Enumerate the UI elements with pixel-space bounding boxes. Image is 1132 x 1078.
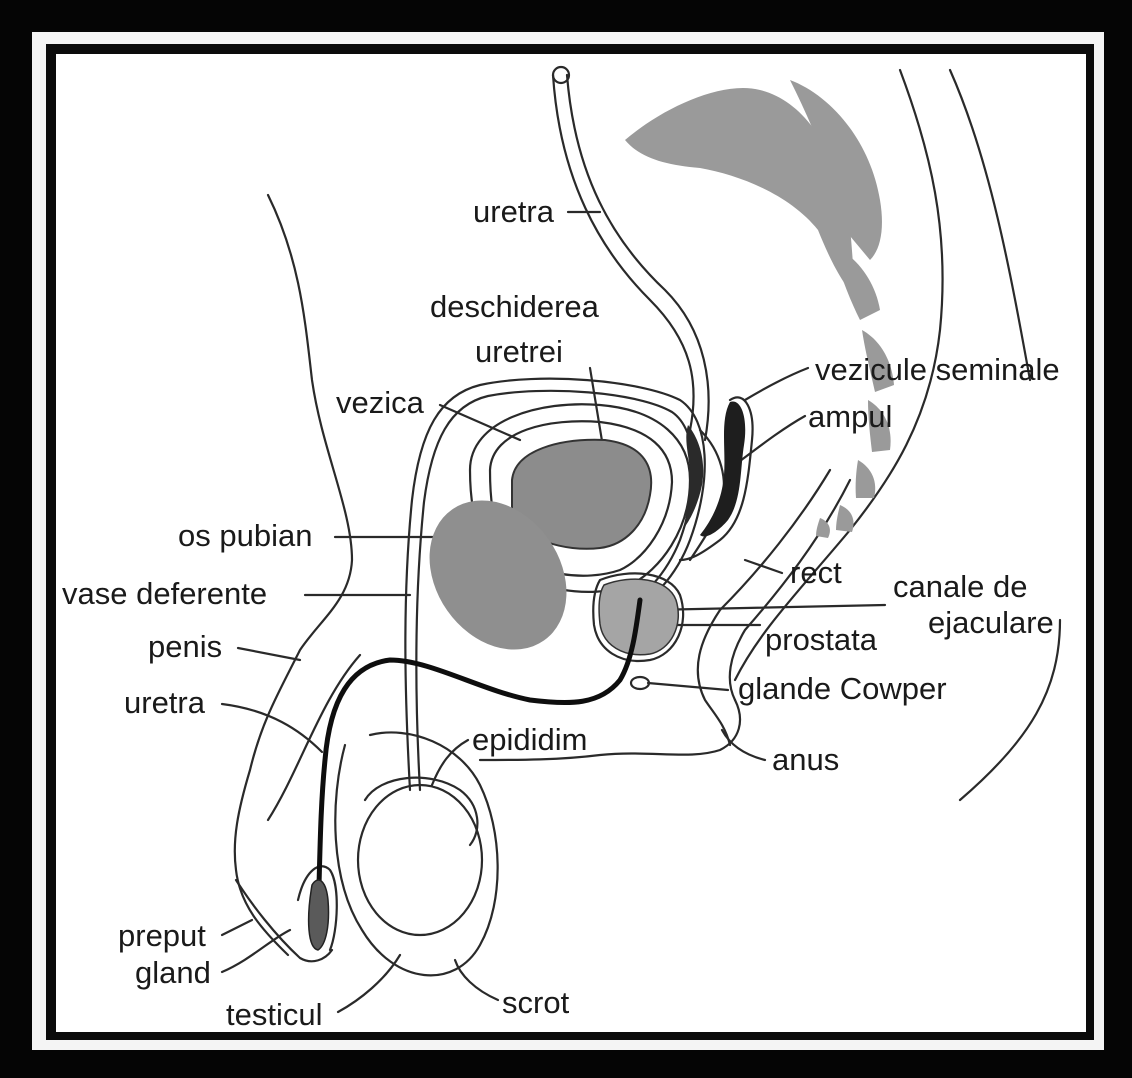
glans-tip	[309, 880, 329, 950]
leader-vezica	[440, 405, 520, 440]
leader-vezicule	[745, 368, 808, 400]
rectum-outline-inner	[730, 480, 850, 700]
label-uretra-bottom: uretra	[124, 685, 206, 720]
label-ejaculare: ejaculare	[928, 605, 1054, 640]
coccyx-2	[856, 460, 876, 498]
label-gland: gland	[135, 955, 211, 990]
cowper-gland	[631, 677, 649, 689]
label-scrot: scrot	[502, 985, 570, 1020]
leader-testicul	[338, 955, 400, 1012]
label-os-pubian: os pubian	[178, 518, 312, 553]
leader-gland	[222, 930, 290, 972]
leader-penis	[238, 648, 300, 660]
label-deschiderea: deschiderea	[430, 289, 600, 324]
coccyx-3	[836, 505, 854, 532]
leader-canale	[650, 605, 885, 610]
leader-preput	[222, 920, 252, 935]
buttock-outline	[960, 620, 1060, 800]
label-vezicule-seminale: vezicule seminale	[815, 352, 1060, 387]
scrotum-outline	[335, 732, 497, 975]
label-vase-deferente: vase deferente	[62, 576, 267, 611]
ampulla-fill	[684, 425, 703, 528]
epididymis-outline	[365, 778, 477, 845]
label-ampul: ampul	[808, 399, 892, 434]
label-vezica: vezica	[336, 385, 425, 420]
label-penis: penis	[148, 629, 222, 664]
label-testicul: testicul	[226, 997, 322, 1032]
label-uretra-top: uretra	[473, 194, 555, 229]
penis-outline	[236, 655, 360, 961]
testicle-outline	[358, 785, 482, 935]
label-preput: preput	[118, 918, 206, 953]
leader-cowper	[648, 683, 728, 690]
skin-outline-right	[950, 70, 1030, 380]
label-rect: rect	[790, 555, 842, 590]
label-prostata: prostata	[765, 622, 878, 657]
label-canale-de: canale de	[893, 569, 1027, 604]
label-epididim: epididim	[472, 722, 587, 757]
label-anus: anus	[772, 742, 839, 777]
label-glande-cowper: glande Cowper	[738, 671, 947, 706]
abdomen-outline	[235, 195, 352, 955]
label-uretrei: uretrei	[475, 334, 563, 369]
